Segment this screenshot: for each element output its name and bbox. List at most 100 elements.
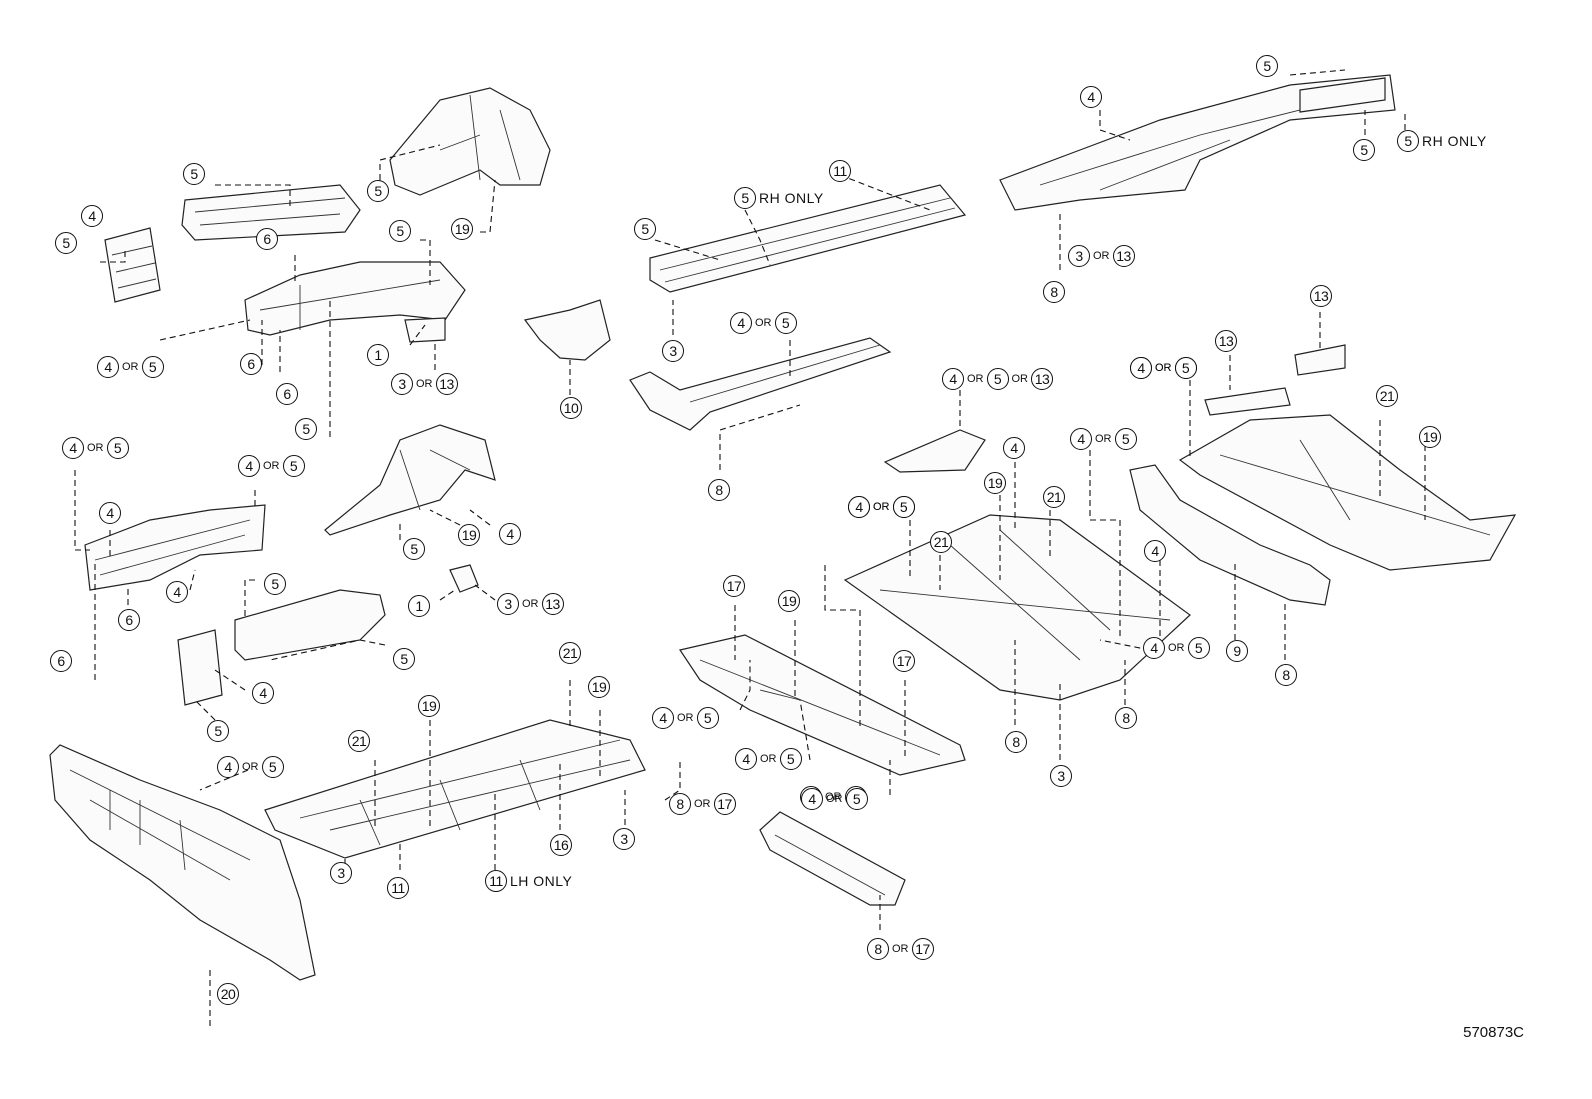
part-number-circle: 4: [735, 748, 757, 770]
part-number-circle: 5: [55, 232, 77, 254]
part-number-circle: 5: [986, 368, 1009, 390]
part-number-circle: 11: [485, 870, 507, 892]
or-connector: OR: [755, 317, 772, 329]
callout-c15: 11: [829, 160, 851, 182]
part-number-circle: 5: [183, 163, 205, 185]
part-number-circle: 4: [1080, 86, 1102, 108]
part-number-circle: 5: [106, 437, 129, 459]
part-number-circle: 4: [1003, 437, 1025, 459]
part-number-circle: 5: [1174, 357, 1197, 379]
part-number-circle: 17: [713, 793, 736, 815]
callout-c43: 8: [1115, 707, 1137, 729]
part-number-circle: 13: [1215, 330, 1237, 352]
apron-lower-member-part: [234, 589, 386, 661]
part-number-circle: 6: [50, 650, 72, 672]
callout-c70: 19: [418, 695, 440, 717]
part-number-circle: 19: [418, 695, 440, 717]
callout-c75: 16: [550, 834, 572, 856]
apron-upper-member-part: [181, 184, 361, 241]
floor-bracket-part: [883, 429, 986, 473]
bracket-1-part: [449, 564, 479, 593]
part-number-circle: 3: [330, 862, 352, 884]
or-connector: OR: [242, 761, 259, 773]
callout-c63: 17: [723, 575, 745, 597]
or-connector: OR: [677, 712, 694, 724]
or-connector: OR: [1168, 642, 1185, 654]
part-number-circle: 1: [367, 344, 389, 366]
callout-c71: 21: [559, 642, 581, 664]
callout-c69: 21: [348, 730, 370, 752]
part-number-circle: 5: [367, 180, 389, 202]
part-number-circle: 19: [984, 472, 1006, 494]
part-number-circle: 4: [1130, 357, 1152, 379]
callout-c01: 5: [55, 232, 77, 254]
part-number-circle: 4: [1144, 540, 1166, 562]
part-number-circle: 5: [734, 187, 756, 209]
callout-c17: 3: [662, 340, 684, 362]
part-number-circle: 4: [499, 523, 521, 545]
callout-c16: 5: [634, 218, 656, 240]
or-connector: OR: [122, 361, 139, 373]
part-number-circle: 3: [1068, 245, 1090, 267]
front-side-member-part: [244, 261, 466, 343]
part-number-circle: 5: [393, 648, 415, 670]
or-connector: OR: [416, 378, 433, 390]
or-connector: OR: [760, 753, 777, 765]
part-number-circle: 13: [1031, 368, 1053, 390]
or-connector: OR: [1155, 362, 1172, 374]
part-number-circle: 5: [295, 418, 317, 440]
part-number-circle: 19: [588, 676, 610, 698]
callout-c36: 21: [1043, 486, 1065, 508]
callout-c74: 3: [330, 862, 352, 884]
or-connector: OR: [892, 943, 909, 955]
part-number-circle: 5: [264, 573, 286, 595]
part-number-circle: 4: [1070, 428, 1092, 450]
part-number-circle: 3: [613, 828, 635, 850]
callout-note: RH ONLY: [1422, 133, 1487, 149]
part-number-circle: 20: [217, 983, 239, 1005]
part-number-circle: 5: [1114, 428, 1137, 450]
part-number-circle: 19: [778, 590, 800, 612]
part-number-circle: 4: [848, 496, 870, 518]
callout-c65: 17: [893, 650, 915, 672]
part-number-circle: 19: [451, 218, 473, 240]
callout-c80: 20: [217, 983, 239, 1005]
part-number-circle: 3: [1050, 765, 1072, 787]
callout-c60: 4: [252, 682, 274, 704]
callout-c61: 5: [207, 720, 229, 742]
part-number-circle: 5: [403, 538, 425, 560]
wheel-housing-part: [389, 87, 551, 196]
or-connector: OR: [873, 501, 890, 513]
part-number-circle: 6: [256, 228, 278, 250]
leader-lines: [74, 69, 1426, 1030]
front-floor-pan-part: [264, 719, 646, 859]
bracket-stand-part: [177, 629, 223, 706]
callout-c38: 21: [930, 531, 952, 553]
part-number-circle: 4: [99, 502, 121, 524]
callout-c42: 8: [1275, 664, 1297, 686]
part-number-circle: 21: [559, 642, 581, 664]
part-number-circle: 19: [458, 524, 480, 546]
figure-code: 570873C: [1463, 1024, 1524, 1041]
part-number-circle: 6: [118, 609, 140, 631]
part-number-circle: 11: [387, 877, 409, 899]
callout-c09: 6: [240, 353, 262, 375]
part-number-circle: 8: [669, 793, 691, 815]
part-number-circle: 5: [892, 496, 915, 518]
part-number-circle: 1: [408, 595, 430, 617]
part-number-circle: 8: [708, 479, 730, 501]
part-number-circle: 5: [282, 455, 305, 477]
part-number-circle: 21: [1043, 486, 1065, 508]
part-number-circle: 4: [801, 788, 823, 810]
